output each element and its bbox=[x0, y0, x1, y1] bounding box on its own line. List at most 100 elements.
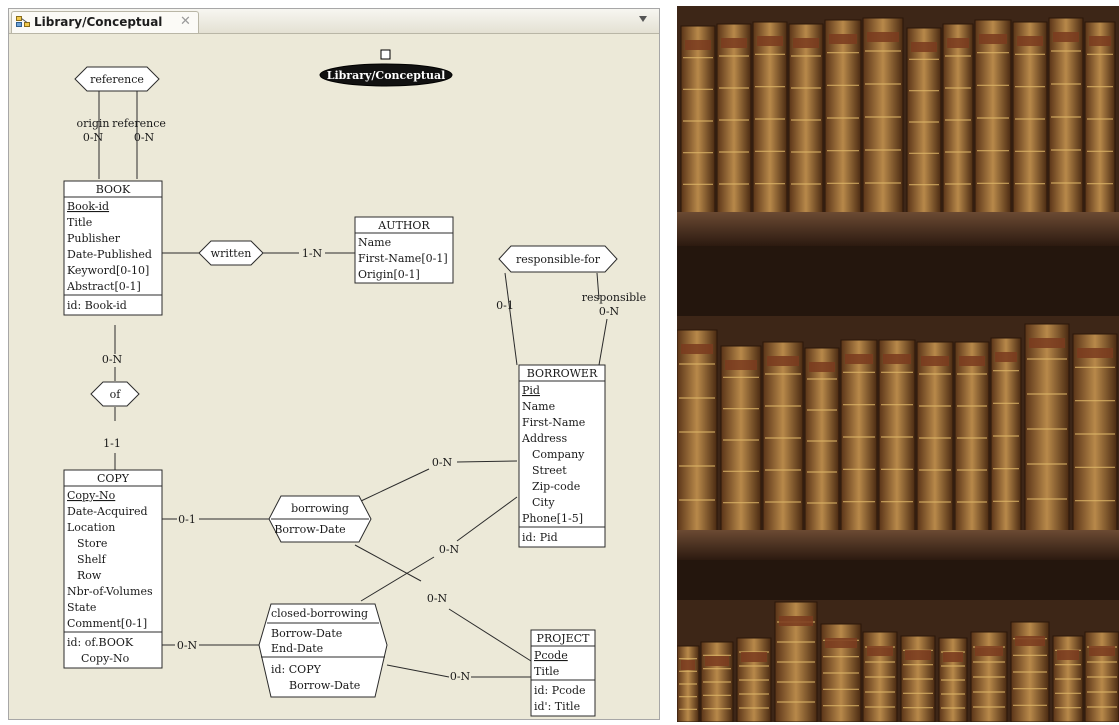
line-closed-project-a[interactable] bbox=[386, 664, 450, 678]
book-spine bbox=[677, 329, 718, 535]
line-resp-left[interactable] bbox=[504, 272, 518, 366]
line-resp-right-a[interactable] bbox=[596, 272, 600, 300]
er-diagram-canvas: Library/Conceptual reference written of resp… bbox=[63, 49, 646, 717]
book-spine bbox=[1010, 621, 1050, 722]
book-spine bbox=[716, 23, 752, 217]
line-borrowing-project-a[interactable] bbox=[354, 544, 422, 582]
entity-identifier: id: Book-id bbox=[67, 299, 127, 312]
entity-attribute: Company bbox=[532, 448, 585, 461]
book-spine bbox=[752, 21, 788, 217]
entity-borrower[interactable]: BORROWERPidNameFirst-NameAddressCompanyS… bbox=[518, 364, 606, 548]
relationship-shape bbox=[74, 66, 160, 92]
close-icon[interactable]: ✕ bbox=[180, 14, 191, 29]
tab-library-conceptual[interactable]: Library/Conceptual ✕ bbox=[11, 11, 199, 33]
view-menu-icon[interactable] bbox=[639, 16, 647, 22]
entity-copy[interactable]: COPYCopy-NoDate-AcquiredLocationStoreShe… bbox=[63, 469, 163, 669]
cardinality-label: 0-N bbox=[134, 131, 155, 144]
entity-attribute: Title bbox=[534, 665, 559, 678]
relationship-name: of bbox=[110, 388, 122, 401]
entity-attribute: Street bbox=[532, 464, 567, 477]
book-spine bbox=[820, 623, 862, 722]
cardinality-label: reference bbox=[112, 117, 166, 130]
book-spine bbox=[974, 19, 1012, 217]
entity-identifier: id: of.BOOK bbox=[67, 636, 134, 649]
entity-identifier: id': Title bbox=[534, 700, 580, 713]
entity-attribute: Copy-No bbox=[67, 489, 116, 502]
relationship-identifier: Borrow-Date bbox=[289, 679, 360, 692]
cardinality-label: 0-1 bbox=[496, 299, 514, 312]
cardinality-label: 0-N bbox=[599, 305, 620, 318]
schema-title-bubble[interactable]: Library/Conceptual bbox=[319, 49, 453, 87]
relationship-shape bbox=[498, 245, 618, 273]
relationship-responsible_for[interactable]: responsible-for bbox=[498, 245, 618, 273]
editor-tab-bar: Library/Conceptual ✕ bbox=[9, 9, 659, 34]
relationship-attribute: End-Date bbox=[271, 642, 323, 655]
entity-box bbox=[530, 629, 596, 717]
entity-attribute: Zip-code bbox=[532, 480, 580, 493]
book-spine bbox=[840, 339, 878, 535]
book-spine bbox=[677, 645, 700, 722]
book-spine bbox=[1084, 21, 1116, 217]
entity-attribute: Keyword[0-10] bbox=[67, 264, 149, 277]
relationship-name: reference bbox=[90, 73, 144, 86]
entity-box bbox=[518, 364, 606, 548]
book-spine bbox=[878, 339, 916, 535]
line-borrowing-borrower-a[interactable] bbox=[360, 468, 430, 502]
entity-attribute: Publisher bbox=[67, 232, 121, 245]
entity-attribute: Name bbox=[358, 236, 391, 249]
cardinality-label: 0-N bbox=[177, 639, 198, 652]
entity-attribute: State bbox=[67, 601, 96, 614]
line-borrowing-project-b[interactable] bbox=[448, 608, 532, 662]
entity-identifier: Copy-No bbox=[81, 652, 130, 665]
line-closed-borrower-b[interactable] bbox=[456, 496, 518, 542]
book-spine bbox=[1052, 635, 1084, 722]
entity-attribute: Pid bbox=[522, 384, 540, 397]
book-spine bbox=[720, 345, 762, 535]
shelf-board bbox=[677, 212, 1119, 246]
line-resp-right-b[interactable] bbox=[598, 318, 608, 366]
relationship-identifier: id: COPY bbox=[271, 663, 322, 676]
entity-box bbox=[354, 216, 454, 284]
entity-attribute: Shelf bbox=[77, 553, 107, 566]
book-spine bbox=[680, 25, 716, 217]
entity-name: BORROWER bbox=[527, 367, 598, 380]
cardinality-label: 1-N bbox=[302, 247, 323, 260]
entity-name: AUTHOR bbox=[377, 219, 430, 232]
relationship-name: responsible-for bbox=[516, 253, 601, 266]
book-spine bbox=[1084, 631, 1119, 722]
relationship-written[interactable]: written bbox=[198, 240, 264, 266]
relationship-reference[interactable]: reference bbox=[74, 66, 160, 92]
entity-attribute: Location bbox=[67, 521, 115, 534]
schema-bubble-shape bbox=[319, 63, 453, 87]
entity-identifier: id: Pcode bbox=[534, 684, 586, 697]
line-borrowing-borrower-b[interactable] bbox=[456, 460, 518, 463]
entity-attribute: City bbox=[532, 496, 555, 509]
cardinality-label: 1-1 bbox=[103, 437, 121, 450]
schema-icon bbox=[16, 16, 30, 27]
entity-attribute: First-Name[0-1] bbox=[358, 252, 448, 265]
line-closed-borrower-a[interactable] bbox=[360, 556, 435, 602]
relationship-of[interactable]: of bbox=[90, 381, 140, 407]
book-spine bbox=[900, 635, 936, 722]
book-spine bbox=[824, 19, 862, 217]
entity-attribute: Origin[0-1] bbox=[358, 268, 420, 281]
book-spine bbox=[938, 637, 968, 722]
entity-attribute: Store bbox=[77, 537, 107, 550]
entity-book[interactable]: BOOKBook-idTitlePublisherDate-PublishedK… bbox=[63, 180, 163, 316]
relationship-name: written bbox=[211, 247, 252, 260]
er-diagram: Library/Conceptual reference written of resp… bbox=[63, 49, 646, 717]
tab-title: Library/Conceptual bbox=[34, 15, 163, 29]
entity-attribute: Title bbox=[67, 216, 92, 229]
cardinality-label: responsible bbox=[582, 291, 646, 304]
entity-attribute: Pcode bbox=[534, 649, 568, 662]
schema-anchor-icon bbox=[380, 49, 391, 60]
relationship-attribute: Borrow-Date bbox=[271, 627, 342, 640]
book-spine bbox=[906, 27, 942, 217]
book-spine bbox=[862, 17, 904, 217]
entity-name: COPY bbox=[97, 472, 130, 485]
cardinality-label: origin bbox=[76, 117, 109, 130]
